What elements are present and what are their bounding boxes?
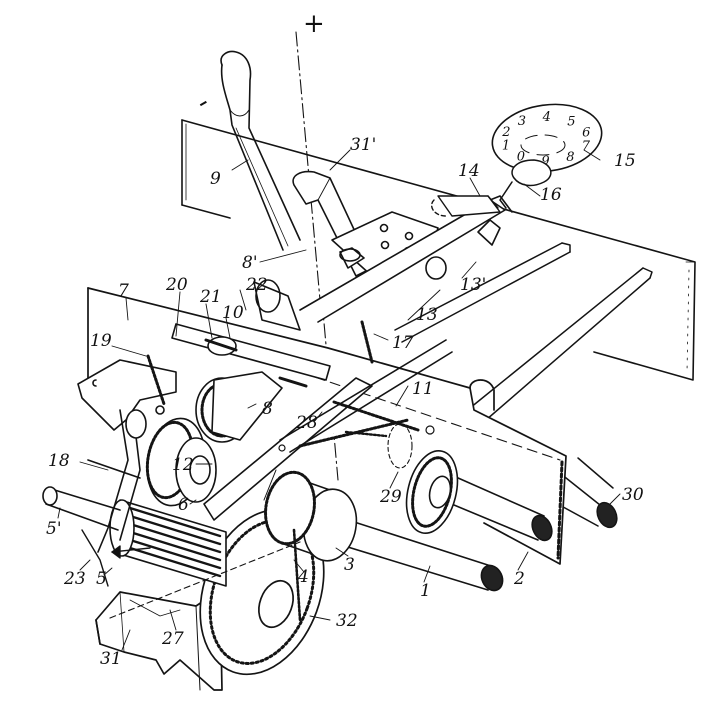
axis-plus-sign: + [303,9,325,39]
label-15: 15 [614,151,636,171]
base-plate-31 [95,589,223,691]
label-2: 2 [513,569,525,589]
leader-lines [57,149,621,651]
label-5-prime: 5' [46,519,62,539]
drum-5 [109,499,227,587]
label-1: 1 [420,581,431,601]
left-frame [77,359,177,587]
dashed-wheel [109,423,413,619]
label-6: 6 [178,495,189,515]
dial-digit: 6 [582,126,590,141]
dial-digit: 3 [518,114,526,129]
reference-labels: 9 31' 14 15 16 8' 13' 13 7 20 21 22 10 1… [46,135,644,669]
label-8: 8 [262,399,273,419]
label-3: 3 [344,555,355,575]
dial-digit: 7 [582,139,591,154]
label-8-prime: 8' [242,253,258,273]
rod-back-upper [394,242,571,343]
label-21: 21 [199,287,222,307]
label-13-prime: 13' [460,275,486,295]
dial-digit: 0 [517,150,525,165]
dial-digit: 2 [501,125,510,140]
springs [146,320,435,622]
label-28: 28 [295,413,318,433]
back-plate [181,119,696,381]
label-32: 32 [336,611,358,631]
dial-digit: 5 [567,114,575,129]
label-12: 12 [172,455,194,475]
label-11: 11 [412,379,434,399]
label-22: 22 [245,275,268,295]
label-23: 23 [63,569,86,589]
label-30: 30 [622,485,644,505]
label-18: 18 [48,451,70,471]
label-5: 5 [96,569,107,589]
label-16: 16 [540,185,562,205]
label-19: 19 [90,331,112,351]
gear-12 [145,417,217,507]
shaft-1 [337,519,504,592]
label-7: 7 [118,281,129,301]
shaft-5-prime [42,486,121,531]
label-17: 17 [392,333,414,353]
label-27: 27 [161,629,184,649]
label-29: 29 [379,487,402,507]
arrow [111,545,151,559]
dial-digit: 8 [566,150,574,165]
label-14: 14 [458,161,480,181]
label-9: 9 [210,169,221,189]
diagonal-bar [203,339,453,521]
dial-digit: 9 [541,154,549,169]
dial-digit: 1 [502,139,510,154]
lever-8 [171,279,331,441]
gear-4 [199,508,325,676]
label-4: 4 [297,567,309,587]
label-31: 31 [100,649,122,669]
bracket-13 [299,195,513,323]
label-13: 13 [416,305,438,325]
dial-digit: 4 [542,110,551,125]
part-14 [430,195,501,217]
label-10: 10 [222,303,244,323]
roller-3 [263,469,358,562]
lever-9 [220,50,301,251]
label-20: 20 [165,275,188,295]
label-31-prime: 31' [350,135,376,155]
axis-minus-sign: - [190,85,215,118]
pointer-16 [499,159,552,209]
gear-right [405,450,459,534]
